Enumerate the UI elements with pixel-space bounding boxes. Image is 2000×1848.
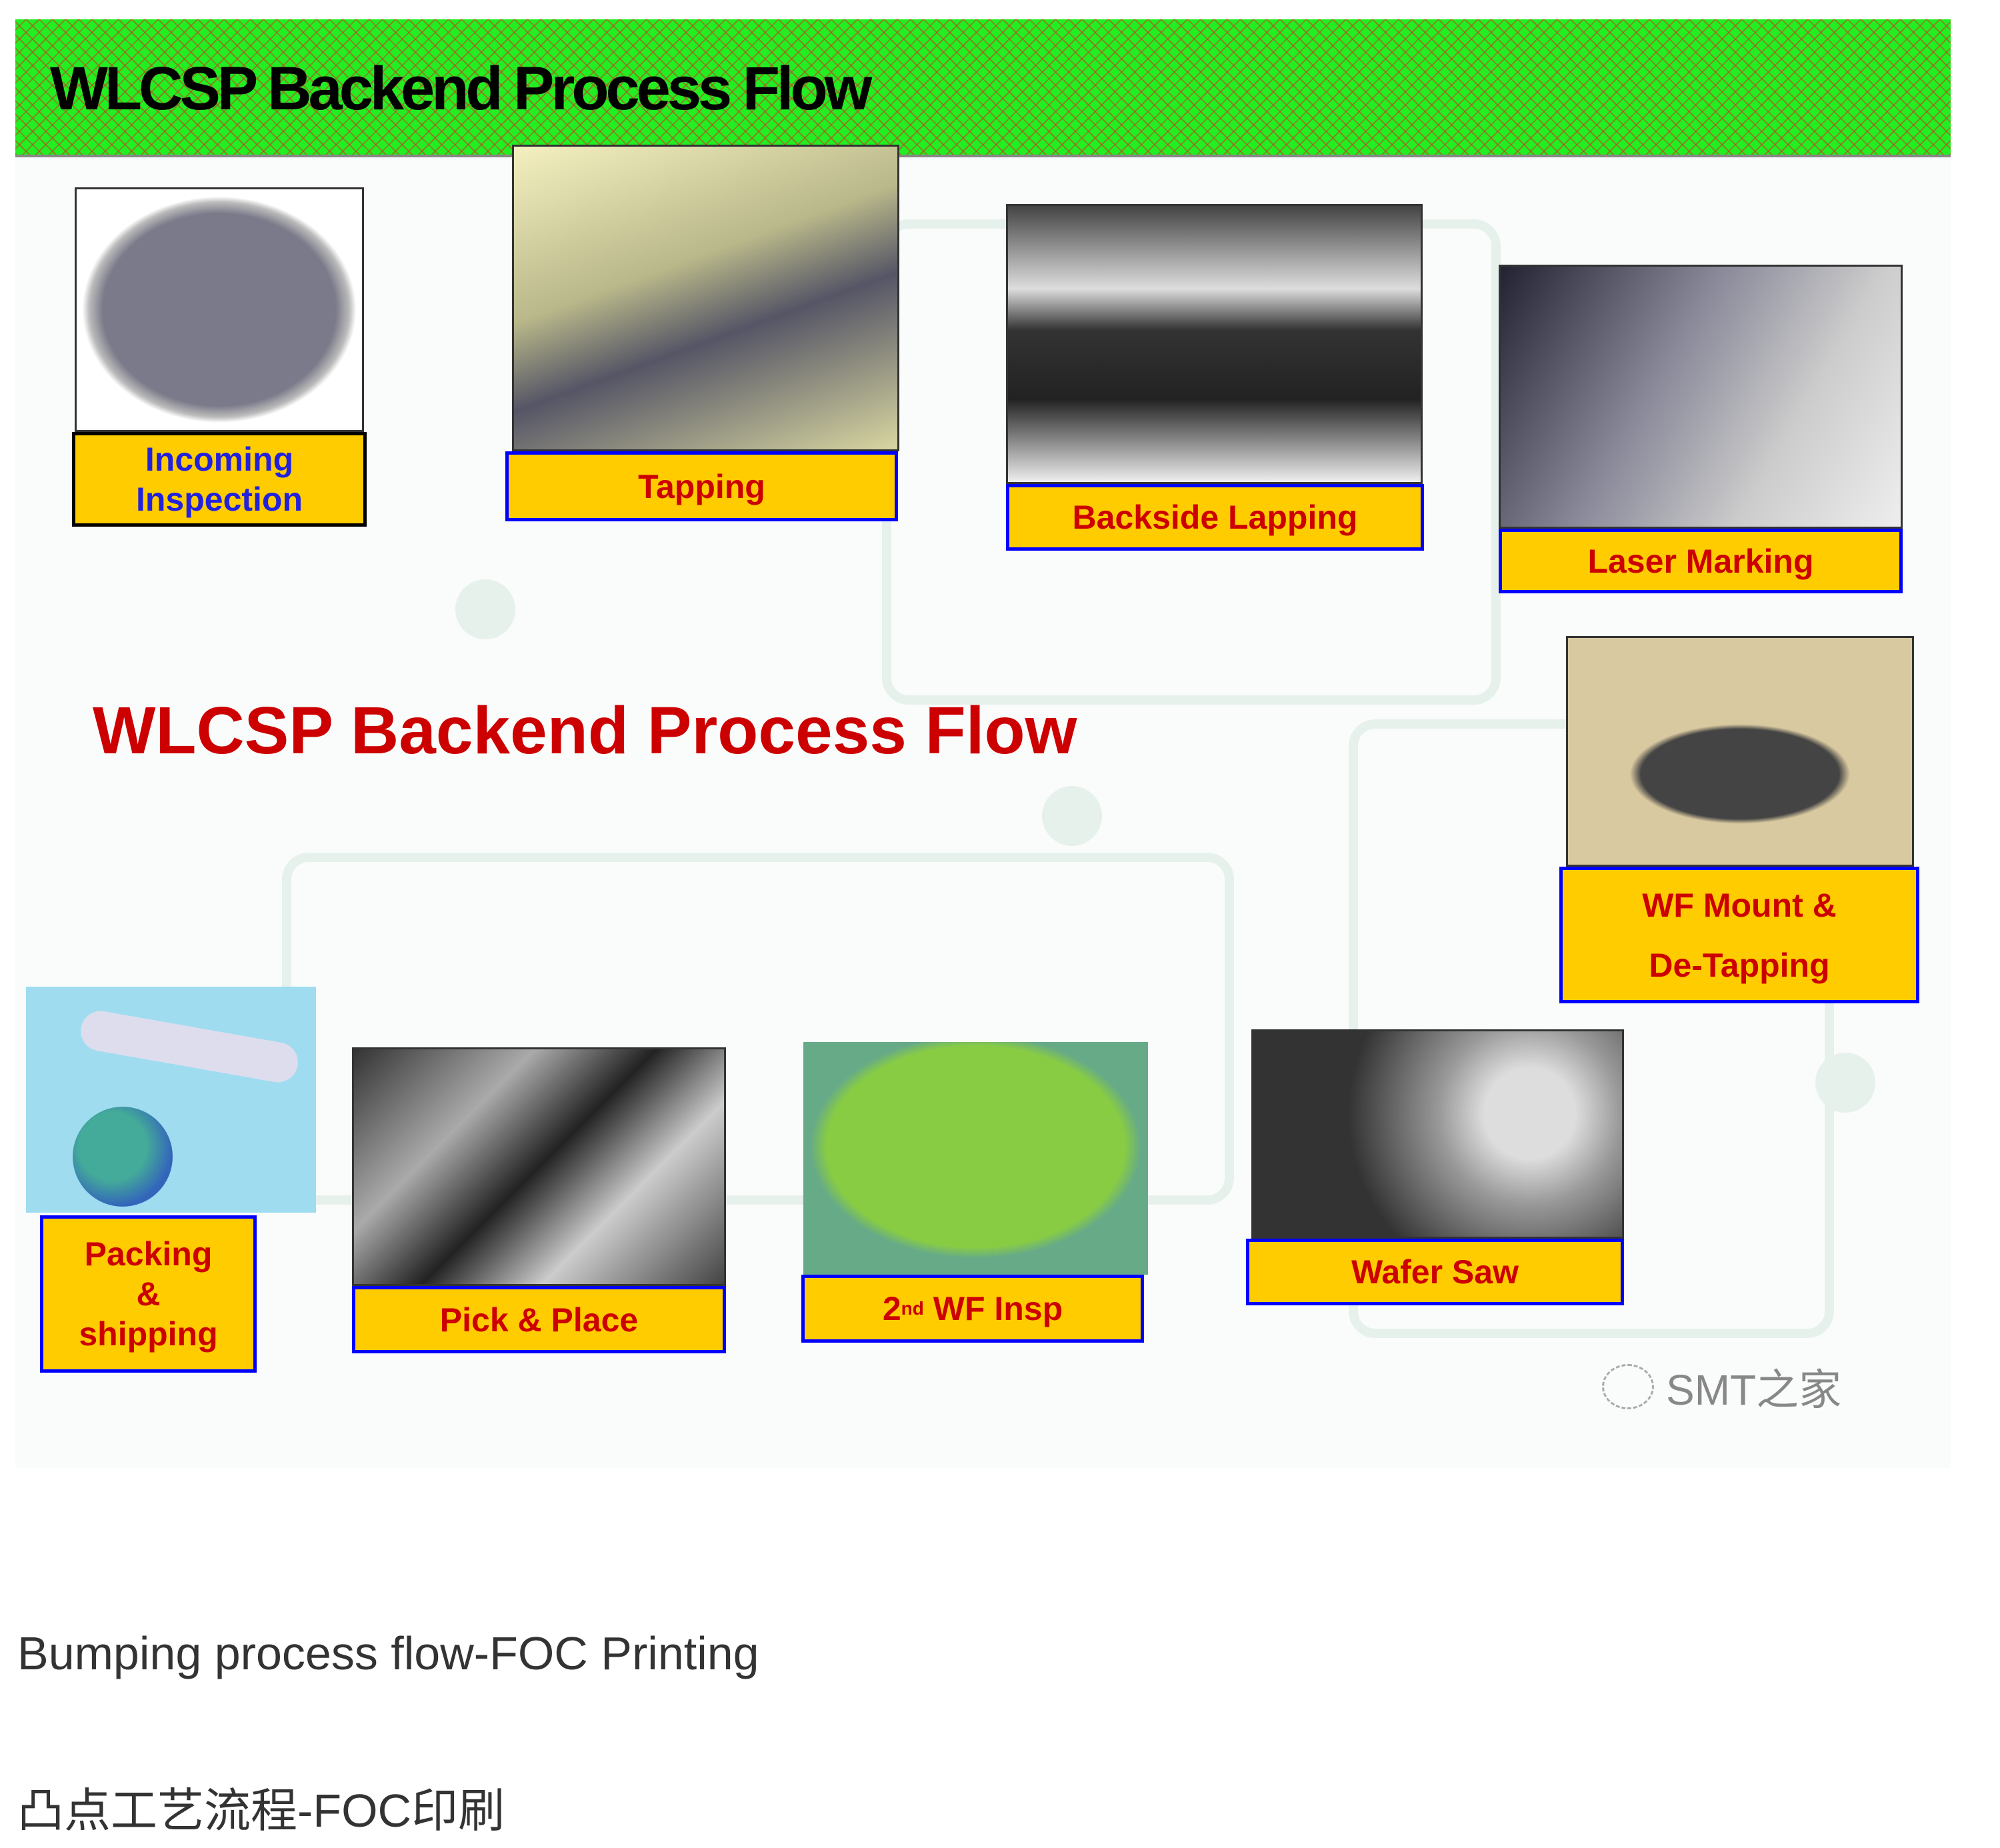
step-tapping: Tapping	[505, 451, 898, 521]
step-label: WF Mount &	[1642, 886, 1837, 924]
step-label: De-Tapping	[1649, 946, 1830, 984]
step-incoming-inspection: Incoming Inspection	[72, 432, 367, 527]
airplane-icon	[77, 1007, 301, 1086]
lapping-photo	[1006, 204, 1423, 484]
header-band: WLCSP Backend Process Flow	[15, 19, 1951, 157]
step-label: Incoming	[145, 441, 294, 478]
tapping-photo	[512, 145, 899, 451]
header-title: WLCSP Backend Process Flow	[50, 55, 872, 123]
watermark-text: SMT之家	[1666, 1366, 1842, 1414]
wafer-photo	[75, 187, 364, 432]
step-label: Packing	[84, 1235, 213, 1273]
circuit-pad	[455, 579, 515, 639]
wafer-inspection-photo	[803, 1042, 1148, 1275]
pick-place-photo	[352, 1047, 726, 1286]
wf-mount-photo	[1566, 636, 1914, 867]
caption-chinese: 凸点工艺流程-FOC印刷	[17, 1785, 505, 1837]
laser-marking-photo	[1499, 265, 1903, 529]
step-label: 2	[882, 1290, 901, 1327]
step-label: Backside Lapping	[1072, 499, 1358, 536]
step-label: Inspection	[135, 481, 303, 518]
step-laser-marking: Laser Marking	[1499, 529, 1903, 593]
step-label: Laser Marking	[1587, 542, 1814, 580]
step-label-sup: nd	[901, 1298, 924, 1319]
step-label: WF Insp	[923, 1290, 1063, 1327]
step-label: shipping	[79, 1315, 218, 1353]
circuit-pad	[1815, 1053, 1875, 1113]
step-packing-shipping: Packing & shipping	[40, 1215, 257, 1373]
step-wafer-saw: Wafer Saw	[1246, 1239, 1624, 1305]
step-label: Wafer Saw	[1351, 1253, 1519, 1291]
main-title: WLCSP Backend Process Flow	[93, 693, 1077, 768]
watermark: SMT之家	[1602, 1356, 1841, 1417]
globe-icon	[73, 1107, 173, 1207]
step-label: Pick & Place	[439, 1301, 639, 1339]
caption-english: Bumping process flow-FOC Printing	[17, 1627, 759, 1679]
circuit-pad	[1042, 786, 1102, 846]
wafer-saw-photo	[1251, 1029, 1624, 1239]
step-label: Tapping	[638, 467, 765, 505]
step-backside-lapping: Backside Lapping	[1006, 484, 1424, 551]
step-wf-mount: WF Mount & De-Tapping	[1559, 867, 1919, 1003]
shipping-clipart	[26, 987, 316, 1213]
wechat-icon	[1602, 1364, 1654, 1409]
step-pick-place: Pick & Place	[352, 1286, 726, 1353]
slide-image: WLCSP Backend Process Flow Incoming Insp…	[15, 19, 1951, 1468]
step-label: &	[136, 1275, 161, 1313]
